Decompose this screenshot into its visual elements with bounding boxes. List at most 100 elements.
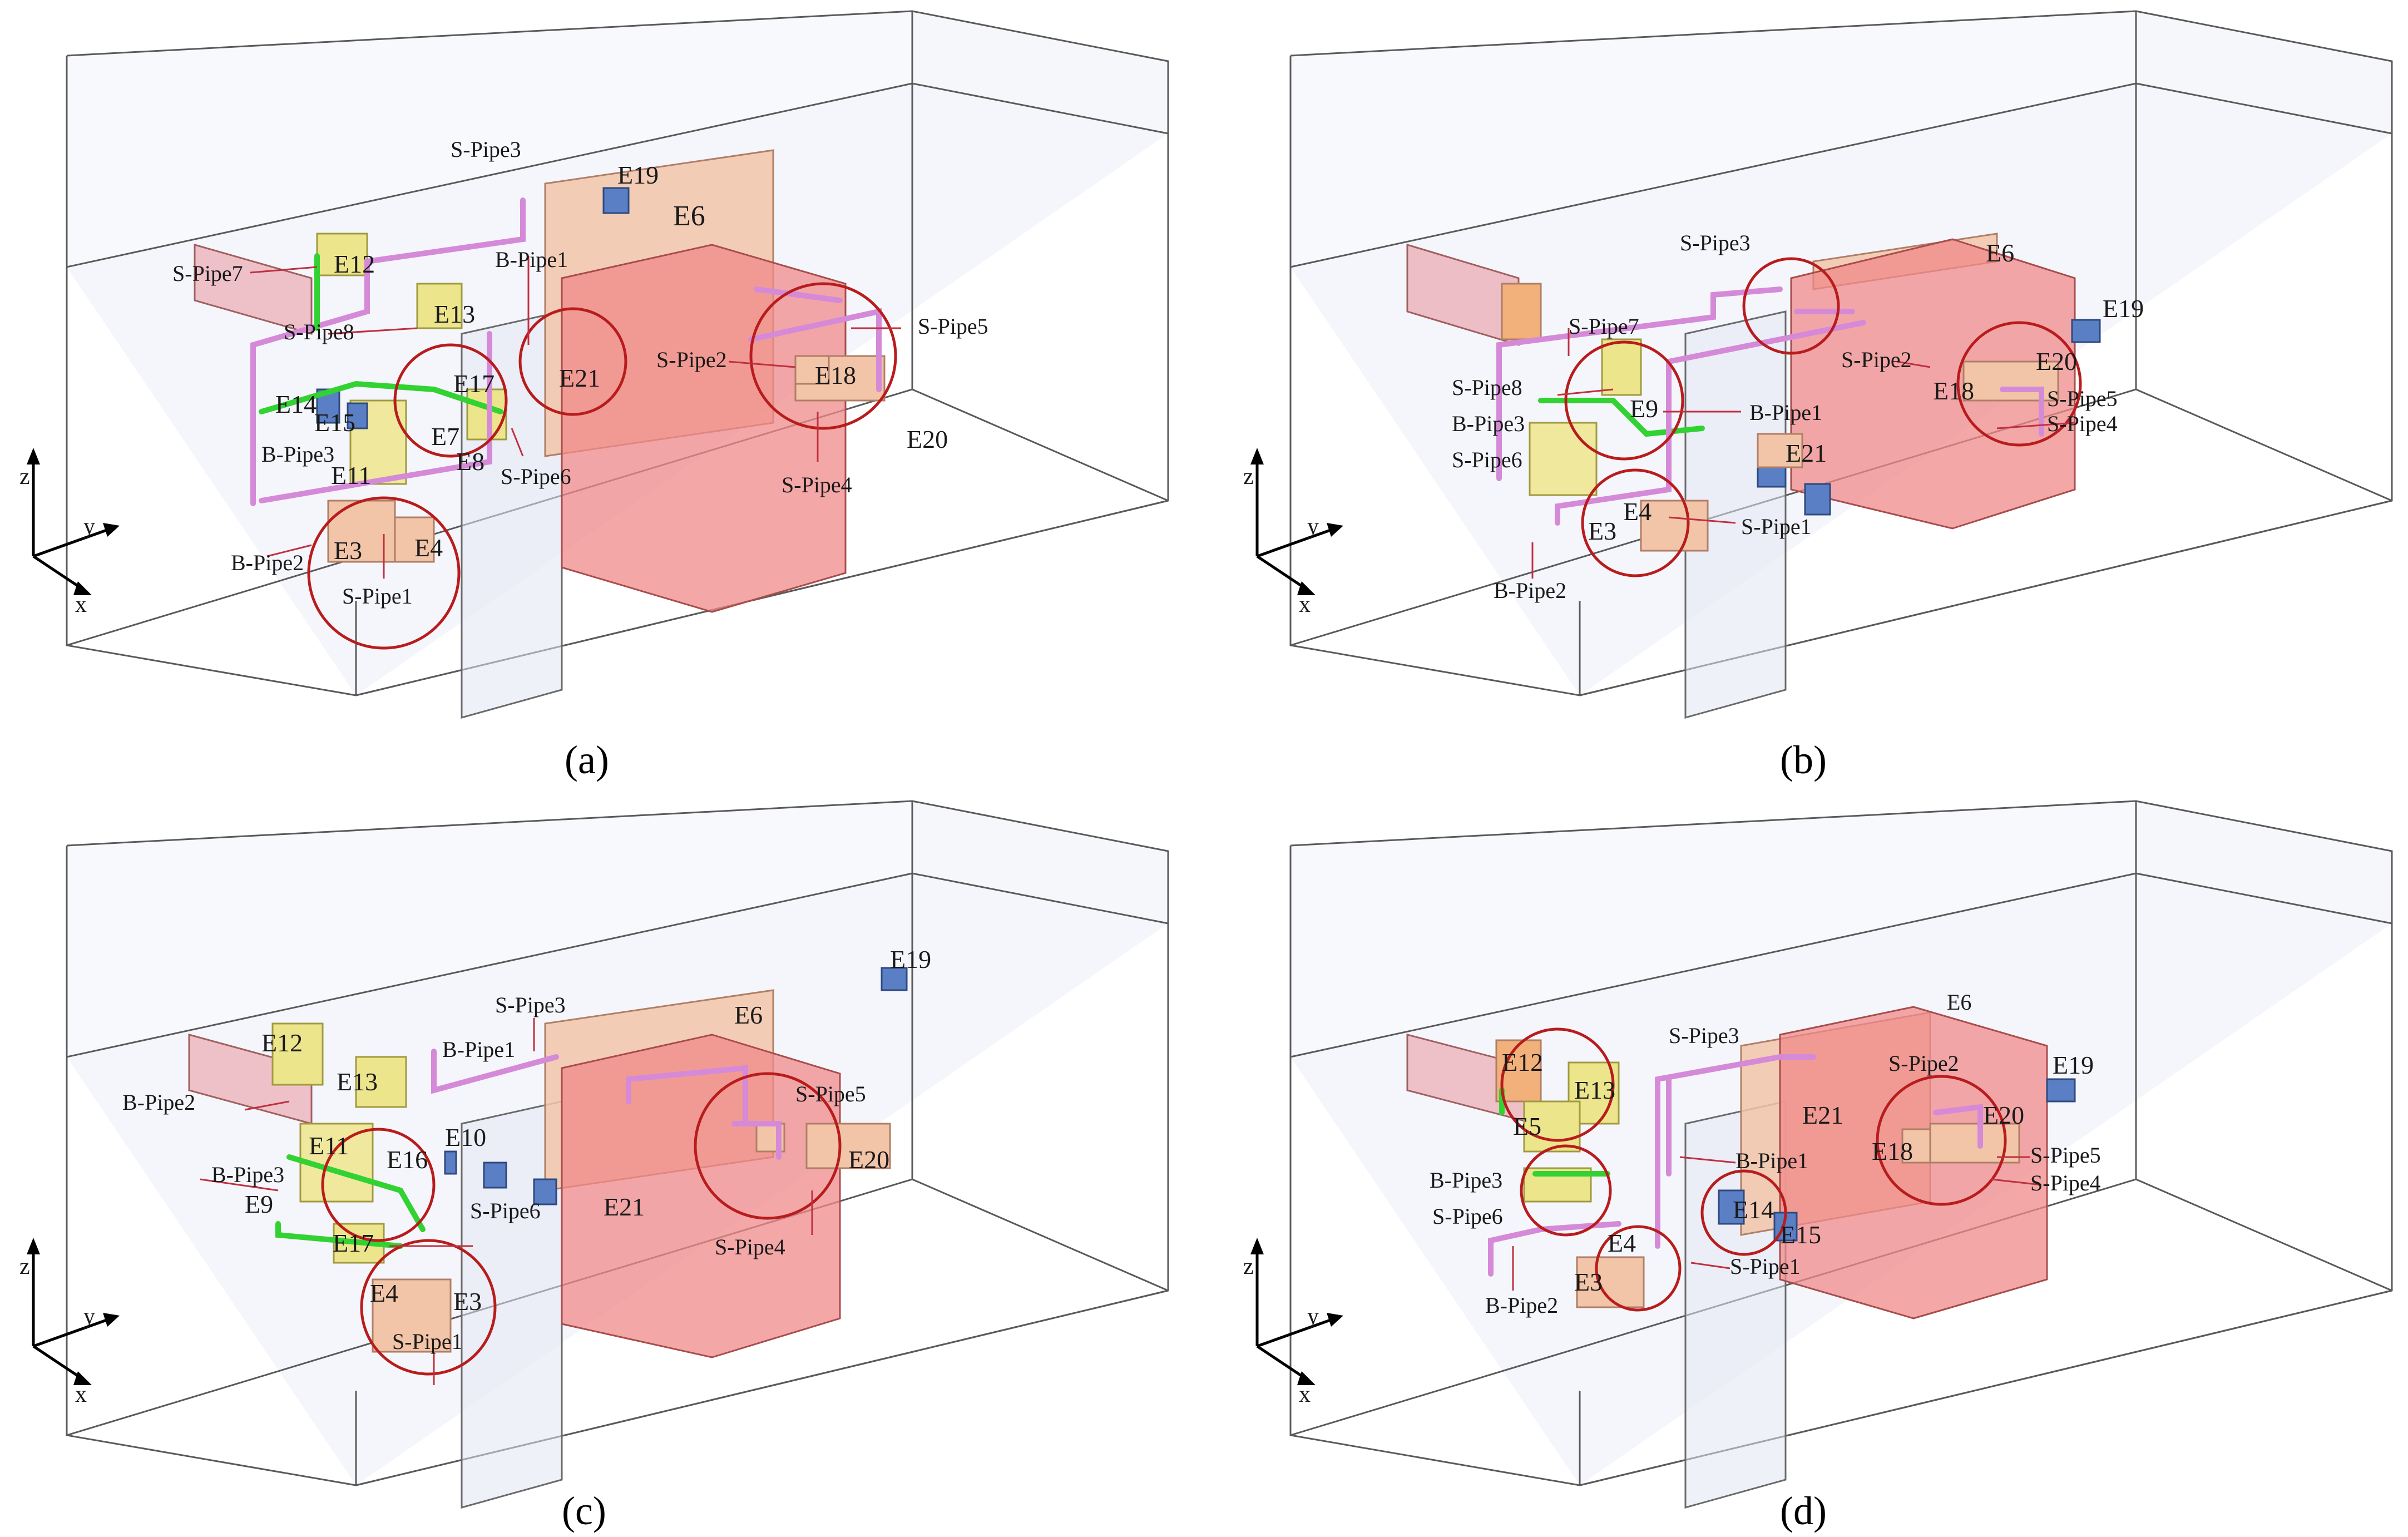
highlight-circle [307,496,461,650]
label-s-pipe4: S-Pipe4 [2047,411,2118,436]
label-s-pipe1: S-Pipe1 [342,584,413,609]
label-e16: E16 [387,1145,428,1174]
label-b-pipe1: B-Pipe1 [1735,1148,1808,1173]
panel-caption: (d) [1780,1489,1827,1533]
equipment-e19-box [2046,1078,2076,1103]
label-e12: E12 [1502,1048,1543,1076]
label-e14: E14 [275,390,317,418]
label-e3: E3 [334,536,362,565]
label-e21: E21 [559,364,600,392]
label-s-pipe7: S-Pipe7 [172,261,243,286]
equipment-duct-box [194,244,313,335]
label-e3: E3 [453,1287,482,1316]
panel-b: z y x [1243,11,2392,782]
axis-x-label: x [75,1382,87,1407]
label-e4: E4 [1608,1229,1636,1257]
label-e14: E14 [1733,1195,1774,1224]
label-s-pipe3: S-Pipe3 [451,137,521,162]
axis-y-label: y [1307,1304,1319,1330]
label-e10: E10 [445,1123,486,1151]
label-e17: E17 [453,369,495,398]
label-b-pipe1: B-Pipe1 [442,1037,515,1062]
label-e18: E18 [1872,1137,1913,1165]
label-e17: E17 [333,1229,374,1257]
axis-z-label: z [1243,464,1254,490]
axis-z-label: z [1243,1254,1254,1279]
label-e19: E19 [890,945,931,973]
label-s-pipe5: S-Pipe5 [795,1081,866,1106]
equipment-e14-box [316,388,340,424]
pipe-b-pipe1 [626,1065,748,1126]
label-s-pipe5: S-Pipe5 [918,314,988,339]
label-e13: E13 [337,1068,378,1096]
pipe-b-pipe3 [286,1154,426,1232]
highlight-circle [321,1128,436,1242]
equipment-e5-box [1523,1100,1581,1153]
label-e15: E15 [1780,1220,1821,1249]
pipe-s-pipe2 [1933,1104,1983,1149]
pipe-b-pipe2 [1488,1221,1621,1277]
label-e20: E20 [848,1145,889,1174]
label-e13: E13 [1574,1076,1615,1104]
equipment-large-box [561,1034,841,1358]
axis-x-label: x [1299,592,1311,617]
pipe-b-pipe3 [259,380,503,414]
equipment-e3-box [372,1278,452,1353]
highlight-circle [1520,1144,1612,1237]
highlight-circle [1700,1169,1787,1256]
equipment-large-box [1790,238,2076,530]
equipment-blue-box [533,1178,557,1205]
label-e7: E7 [431,422,459,451]
label-e19: E19 [2053,1051,2094,1079]
label-s-pipe2: S-Pipe2 [1841,347,1912,372]
label-s-pipe7: S-Pipe7 [1569,314,1639,339]
label-s-pipe1: S-Pipe1 [392,1329,463,1354]
label-e20: E20 [907,425,948,453]
pipe-s-pipe5 [2000,387,2044,437]
highlight-circle [1500,1027,1615,1142]
label-s-pipe6: S-Pipe6 [501,464,571,489]
label-e19: E19 [2103,294,2144,323]
equipment-e13-box [416,283,463,329]
pipe-b-pipe2 [259,331,492,503]
equipment-e12-box [316,233,368,276]
label-b-pipe2: B-Pipe2 [1494,578,1566,603]
label-s-pipe4: S-Pipe4 [2030,1170,2101,1195]
equipment-e19-box [881,967,908,991]
label-e3: E3 [1588,517,1616,545]
pipe-s-pipe6 [275,1221,403,1249]
label-s-pipe8: S-Pipe8 [284,319,354,344]
label-b-pipe2: B-Pipe2 [231,550,304,575]
label-e12: E12 [261,1029,303,1057]
label-e11: E11 [331,461,371,490]
equipment-e11-box [1529,422,1598,496]
panel-a: z y x [19,11,1168,782]
pipe-s-pipe3 [431,1049,559,1094]
panel-caption: (b) [1780,738,1827,782]
label-e4: E4 [1623,497,1652,526]
axis-x-label: x [1299,1382,1311,1407]
label-s-pipe3: S-Pipe3 [1669,1023,1739,1048]
label-s-pipe2: S-Pipe2 [656,347,727,372]
label-e6: E6 [1986,239,2014,267]
label-e8: E8 [456,447,484,476]
equipment-e7-box [1501,283,1542,340]
panel-d: z y x [1243,801,2392,1533]
label-e15: E15 [314,408,355,437]
label-s-pipe1: S-Pipe1 [1730,1254,1801,1279]
label-e4: E4 [370,1279,398,1307]
highlight-circle [694,1072,842,1220]
label-s-pipe6: S-Pipe6 [1432,1204,1503,1229]
equipment-e19-box [2071,319,2101,343]
label-b-pipe3: B-Pipe3 [1452,411,1525,436]
equipment-e10-box [444,1150,457,1175]
label-s-pipe6: S-Pipe6 [1452,447,1522,472]
pipe-b-pipe2 [1555,320,1866,526]
equipment-e12-box [271,1022,324,1086]
label-s-pipe3: S-Pipe3 [495,992,566,1017]
label-s-pipe4: S-Pipe4 [782,472,852,497]
panel-caption: (c) [562,1489,606,1533]
equipment-e19-box [602,187,630,214]
pipe-s-pipe3 [1655,1054,1816,1249]
